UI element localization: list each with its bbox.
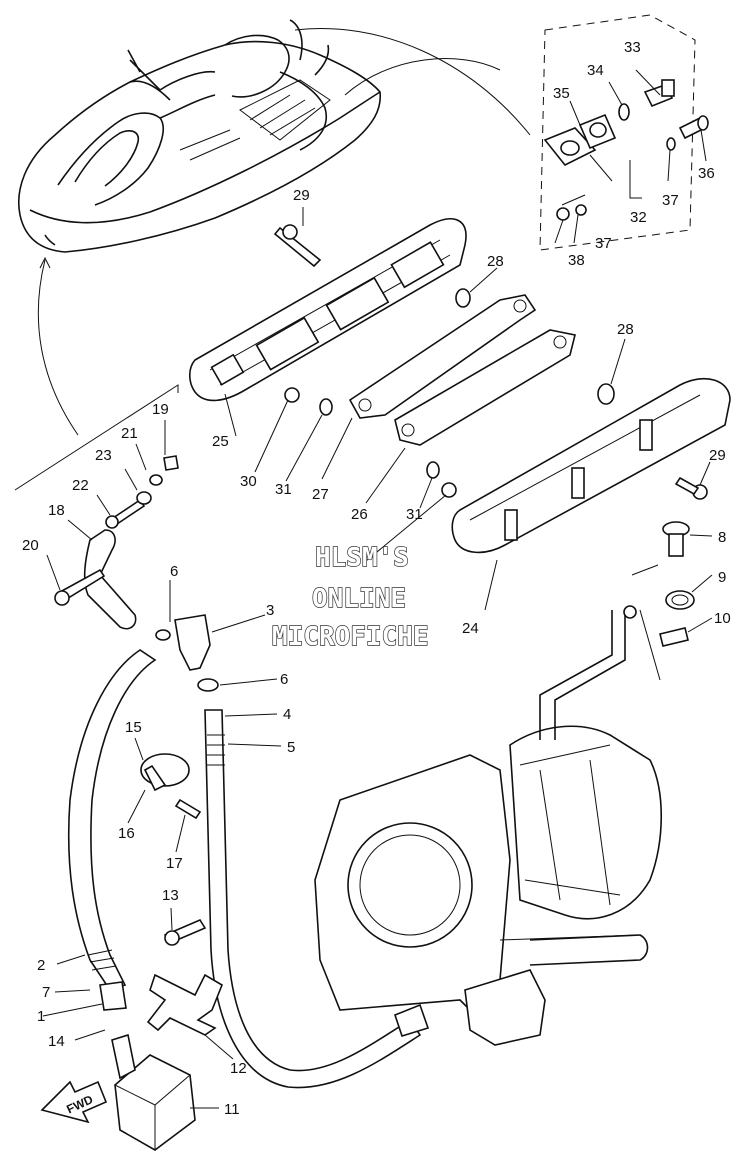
callout-17: 17 [166, 855, 183, 872]
callout-29-lower: 29 [709, 447, 726, 464]
callout-28-lower: 28 [617, 321, 634, 338]
callout-15: 15 [125, 719, 142, 736]
callout-34: 34 [587, 62, 604, 79]
callout-1: 1 [37, 1008, 45, 1025]
callout-31-right: 31 [406, 506, 423, 523]
leader-arc-top [294, 28, 531, 136]
callout-7: 7 [42, 984, 50, 1001]
drain-plug-8 [631, 521, 695, 681]
watermark-line-1: HLSM'S [315, 543, 409, 573]
watermark-line-2: ONLINE [312, 584, 406, 614]
leader-arc-left [37, 259, 79, 436]
callout-6-lower: 6 [280, 671, 288, 688]
fastener-hardware [273, 224, 708, 500]
callout-3: 3 [266, 602, 274, 619]
right-trim-guard [451, 377, 731, 554]
bracket-assembly-18 [54, 455, 179, 630]
callout-37-lower: 37 [595, 235, 612, 252]
callout-19: 19 [152, 401, 169, 418]
callout-22: 22 [72, 477, 89, 494]
callout-31-left: 31 [275, 481, 292, 498]
callout-36: 36 [698, 165, 715, 182]
leader-arc-mid [344, 58, 501, 96]
callout-9: 9 [718, 569, 726, 586]
callout-18: 18 [48, 502, 65, 519]
callout-6-upper: 6 [170, 563, 178, 580]
callout-2: 2 [37, 957, 45, 974]
mounting-brackets [348, 294, 576, 446]
callout-4: 4 [283, 706, 291, 723]
callout-35: 35 [553, 85, 570, 102]
callout-32: 32 [630, 209, 647, 226]
callout-29-upper: 29 [293, 187, 310, 204]
water-separator [111, 1033, 196, 1151]
hose-4 [204, 709, 430, 1089]
part-callouts: 1 2 3 4 5 6 6 7 8 9 10 11 12 13 14 15 16… [22, 39, 731, 1118]
watercraft-illustration [18, 19, 381, 253]
forward-direction-arrow: FWD [40, 1080, 108, 1124]
callout-5: 5 [287, 739, 295, 756]
watermark-line-3: MICROFICHE [272, 622, 429, 652]
callout-12: 12 [230, 1060, 247, 1077]
callout-23: 23 [95, 447, 112, 464]
callout-10: 10 [714, 610, 731, 627]
callout-33: 33 [624, 39, 641, 56]
callout-30: 30 [240, 473, 257, 490]
callout-28-upper: 28 [487, 253, 504, 270]
hose-2 [67, 649, 157, 1011]
drain-plug-assembly [543, 79, 709, 221]
engine-housing [314, 605, 663, 1046]
callout-16: 16 [118, 825, 135, 842]
callout-11: 11 [224, 1101, 240, 1118]
left-trim-guard [188, 218, 467, 402]
callout-21: 21 [121, 425, 138, 442]
callout-38: 38 [568, 252, 585, 269]
callout-14: 14 [48, 1033, 65, 1050]
callout-13: 13 [162, 887, 179, 904]
leader-lines [42, 69, 713, 1109]
callout-24: 24 [462, 620, 479, 637]
callout-26: 26 [351, 506, 368, 523]
sub-assembly-outline [14, 384, 179, 491]
callout-8: 8 [718, 529, 726, 546]
callout-27: 27 [312, 486, 329, 503]
callout-37-upper: 37 [662, 192, 679, 209]
hose-clamp [140, 753, 202, 820]
mounting-bracket-12 [146, 918, 223, 1036]
callout-25: 25 [212, 433, 229, 450]
callout-20: 20 [22, 537, 39, 554]
breather-valve [155, 614, 219, 692]
watermark: HLSM'S ONLINE MICROFICHE [271, 542, 429, 652]
